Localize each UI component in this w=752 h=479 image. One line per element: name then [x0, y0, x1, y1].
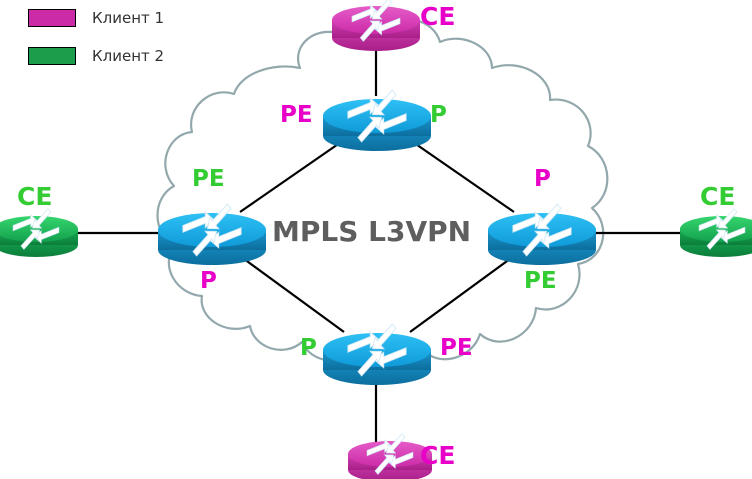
- provider-router-bottom[interactable]: [323, 323, 431, 385]
- ce-router-left[interactable]: [0, 207, 78, 257]
- ce-top-label: CE: [420, 2, 456, 31]
- provider-right-pe-label: PE: [524, 268, 557, 294]
- provider-bottom-p-label: P: [300, 335, 317, 361]
- provider-right-p-label: P: [534, 166, 551, 192]
- ce-router-bottom[interactable]: [348, 432, 432, 479]
- ce-left-label: CE: [17, 182, 53, 211]
- provider-bottom-pe-label: PE: [440, 335, 473, 361]
- cloud-title-label: MPLS L3VPN: [272, 215, 472, 248]
- legend-item-client-1: Клиент 1: [28, 6, 164, 30]
- links: [78, 24, 692, 452]
- link-top-to-left: [239, 139, 345, 213]
- provider-router-left[interactable]: [158, 203, 266, 265]
- legend-label-client-1: Клиент 1: [92, 9, 165, 27]
- legend-item-client-2: Клиент 2: [28, 44, 164, 68]
- link-top-to-right: [409, 139, 515, 213]
- ce-bottom-label: CE: [420, 441, 456, 470]
- link-right-to-bottom: [409, 255, 515, 333]
- link-left-to-bottom: [239, 255, 345, 333]
- provider-top-p-label: P: [430, 102, 447, 128]
- provider-left-pe-label: PE: [192, 166, 225, 192]
- ce-right-label: CE: [700, 182, 736, 211]
- ce-router-right[interactable]: [680, 207, 752, 257]
- legend-swatch-client-2: [28, 47, 76, 65]
- provider-router-top[interactable]: [323, 89, 431, 151]
- provider-router-right[interactable]: [488, 203, 596, 265]
- legend-label-client-2: Клиент 2: [92, 47, 165, 65]
- legend: Клиент 1 Клиент 2: [28, 6, 164, 82]
- ce-router-top[interactable]: [332, 0, 420, 51]
- provider-left-p-label: P: [200, 268, 217, 294]
- legend-swatch-client-1: [28, 9, 76, 27]
- provider-top-pe-label: PE: [280, 102, 313, 128]
